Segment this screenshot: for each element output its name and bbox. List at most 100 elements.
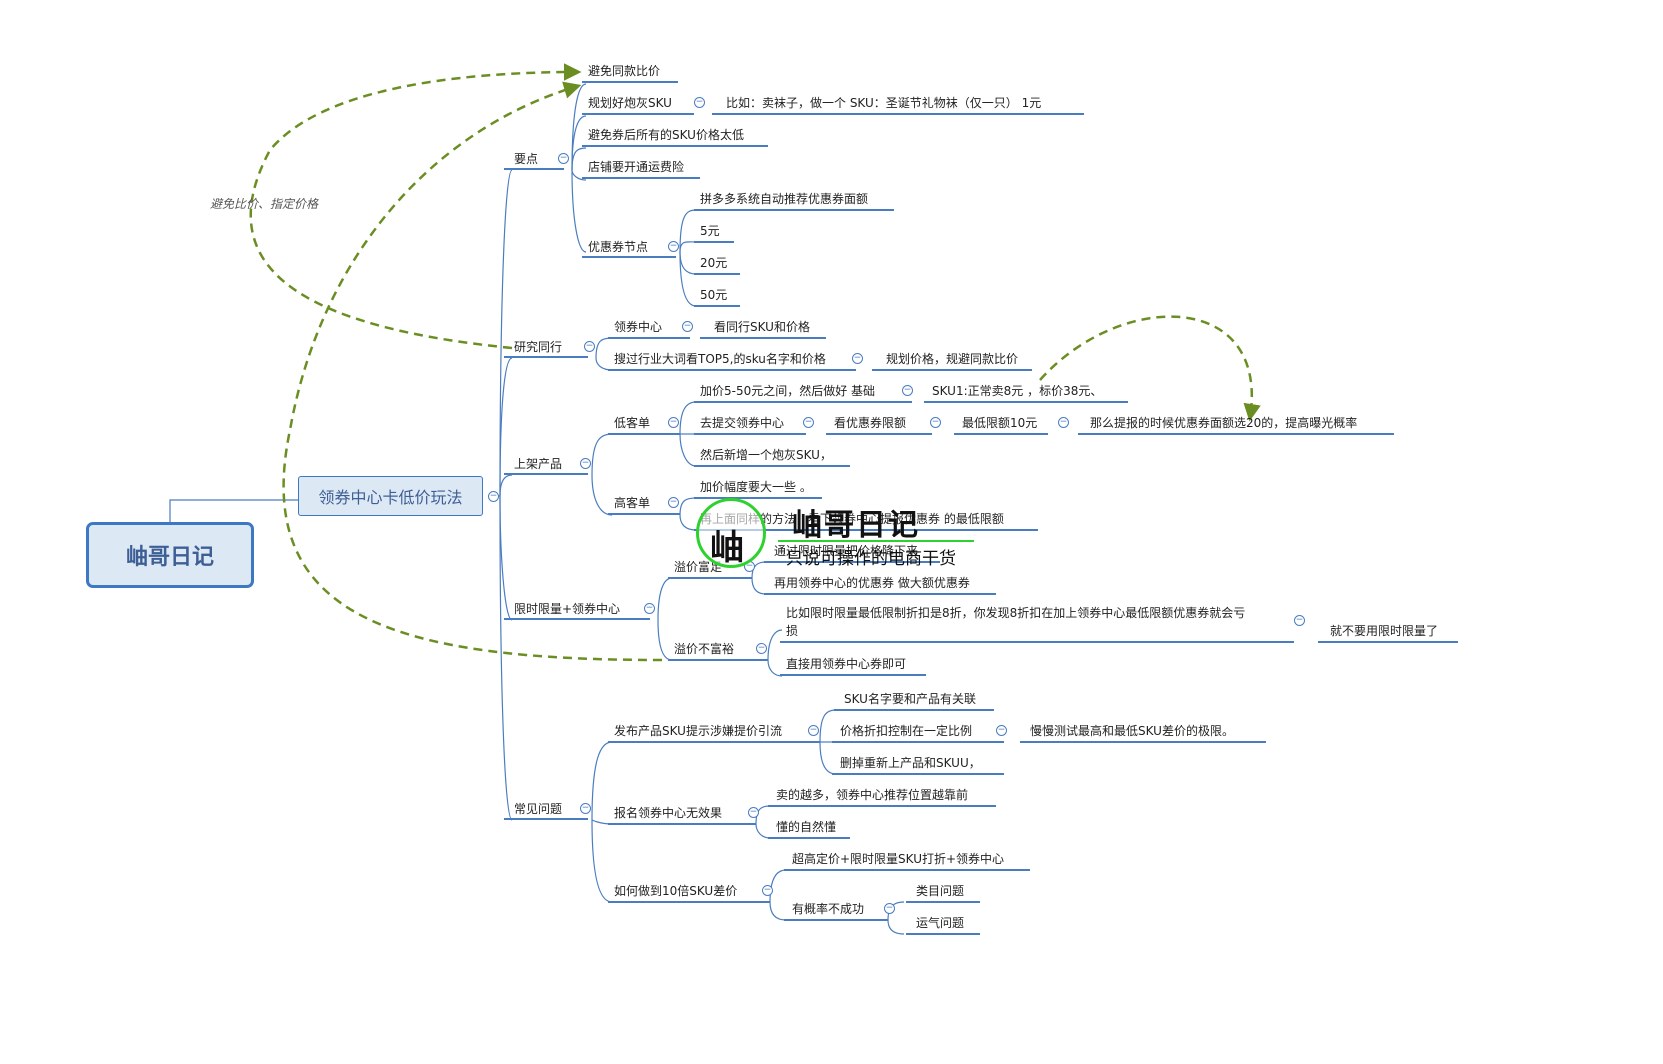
collapse-circle-icon[interactable]: −: [580, 458, 591, 469]
node-tier-20[interactable]: 20元: [700, 256, 728, 270]
watermark-subtitle: 只说可操作的电商干货: [786, 549, 956, 569]
collapse-circle-icon[interactable]: −: [682, 321, 693, 332]
node-list-products[interactable]: 上架产品: [514, 457, 563, 471]
node-tier-50[interactable]: 50元: [700, 288, 728, 302]
node-study-peers[interactable]: 研究同行: [514, 340, 563, 354]
node-avoid-compare[interactable]: 避免同款比价: [588, 64, 661, 78]
node-skip-flash[interactable]: 就不要用限时限量了: [1330, 624, 1439, 638]
node-premium-rich[interactable]: 溢价富足: [674, 560, 723, 574]
collapse-circle-icon[interactable]: −: [644, 603, 655, 614]
node-underline: [504, 618, 650, 620]
collapse-circle-icon[interactable]: −: [580, 803, 591, 814]
watermark-logo-glyph: 岫: [710, 528, 744, 568]
main-topic[interactable]: 领券中心卡低价玩法: [298, 476, 483, 516]
node-big-coupon[interactable]: 再用领券中心的优惠券 做大额优惠券: [774, 576, 970, 590]
node-price-warning[interactable]: 发布产品SKU提示涉嫌提价引流: [614, 724, 782, 738]
node-freight-insurance[interactable]: 店铺要开通运费险: [588, 160, 685, 174]
node-underline: [1020, 741, 1266, 743]
node-flash-lower[interactable]: 通过限时限量把价格降下来: [774, 544, 919, 558]
node-underline: [764, 561, 940, 563]
node-underline: [712, 113, 1084, 115]
collapse-circle-icon[interactable]: −: [1058, 417, 1069, 428]
node-min-limit[interactable]: 最低限额10元: [962, 416, 1038, 430]
collapse-circle-icon[interactable]: −: [930, 417, 941, 428]
node-underline: [668, 659, 768, 661]
node-underline: [694, 497, 822, 499]
collapse-circle-icon[interactable]: −: [584, 341, 595, 352]
collapse-circle-icon[interactable]: −: [748, 807, 759, 818]
node-view-peer-sku[interactable]: 看同行SKU和价格: [714, 320, 810, 334]
collapse-circle-icon[interactable]: −: [558, 153, 569, 164]
node-underline: [924, 401, 1128, 403]
node-sku1-price[interactable]: SKU1:正常卖8元 ，标价38元、: [932, 384, 1103, 398]
node-choose-20[interactable]: 那么提报的时候优惠券面额选20的，提高曝光概率: [1090, 416, 1358, 430]
node-sell-more[interactable]: 卖的越多，领券中心推荐位置越靠前: [776, 788, 969, 802]
node-faq[interactable]: 常见问题: [514, 802, 563, 816]
node-plan-price[interactable]: 规划价格，规避同款比价: [886, 352, 1019, 366]
node-delete-relist[interactable]: 删掉重新上产品和SKUU，: [840, 756, 981, 770]
node-premium-poor[interactable]: 溢价不富裕: [674, 642, 735, 656]
collapse-circle-icon[interactable]: −: [902, 385, 913, 396]
collapse-circle-icon[interactable]: −: [852, 353, 863, 364]
node-underline: [832, 741, 1004, 743]
collapse-circle-icon[interactable]: −: [694, 97, 705, 108]
node-submit-center[interactable]: 去提交领券中心: [700, 416, 785, 430]
relationship-label: 避免比价、指定价格: [210, 197, 319, 211]
node-underline: [906, 901, 980, 903]
node-underline: [582, 177, 700, 179]
node-underline: [694, 305, 740, 307]
node-auto-recommend[interactable]: 拼多多系统自动推荐优惠券面额: [700, 192, 869, 206]
node-underline: [768, 805, 996, 807]
node-underline: [608, 823, 756, 825]
node-high-price-combo[interactable]: 超高定价+限时限量SKU打折+领券中心: [792, 852, 1005, 866]
collapse-circle-icon[interactable]: −: [1294, 615, 1305, 626]
node-plan-sku[interactable]: 规划好炮灰SKU: [588, 96, 672, 110]
root-topic[interactable]: 岫哥日记: [86, 522, 254, 588]
node-underline: [608, 513, 680, 515]
node-tier-5[interactable]: 5元: [700, 224, 720, 238]
node-underline: [954, 433, 1048, 435]
node-sku-name[interactable]: SKU名字要和产品有关联: [844, 692, 976, 706]
node-discount-ratio[interactable]: 价格折扣控制在一定比例: [840, 724, 973, 738]
collapse-circle-icon[interactable]: −: [803, 417, 814, 428]
node-bigger-markup[interactable]: 加价幅度要大一些 。: [700, 480, 812, 494]
node-search-top5[interactable]: 搜过行业大词看TOP5,的sku名字和价格: [614, 352, 826, 366]
node-example-socks[interactable]: 比如：卖袜子，做一个 SKU：圣诞节礼物袜（仅一只） 1元: [726, 96, 1042, 110]
node-flash-sale[interactable]: 限时限量+领券中心: [514, 602, 621, 616]
node-underline: [504, 356, 588, 358]
node-underline: [784, 919, 888, 921]
collapse-circle-icon[interactable]: −: [488, 491, 499, 502]
node-markup-range[interactable]: 加价5-50元之间，然后做好 基础: [700, 384, 876, 398]
node-may-fail[interactable]: 有概率不成功: [792, 902, 865, 916]
node-no-effect[interactable]: 报名领券中心无效果: [614, 806, 723, 820]
collapse-circle-icon[interactable]: −: [668, 241, 679, 252]
node-low-ticket[interactable]: 低客单: [614, 416, 651, 430]
node-underline: [826, 433, 932, 435]
node-underline: [784, 869, 1030, 871]
node-category-issue[interactable]: 类目问题: [916, 884, 965, 898]
collapse-circle-icon[interactable]: −: [884, 903, 895, 914]
node-underline: [764, 593, 996, 595]
collapse-circle-icon[interactable]: −: [668, 497, 679, 508]
node-discount-loss[interactable]: 比如限时限量最低限制折扣是8折，你发现8折扣在加上领券中心最低限额优惠券就会亏: [786, 606, 1246, 620]
node-discount-loss-wrap: 损: [786, 624, 799, 638]
node-10x-diff[interactable]: 如何做到10倍SKU差价: [614, 884, 738, 898]
node-view-limit[interactable]: 看优惠券限额: [834, 416, 907, 430]
node-test-limit[interactable]: 慢慢测试最高和最低SKU差价的极限。: [1030, 724, 1234, 738]
collapse-circle-icon[interactable]: −: [808, 725, 819, 736]
node-coupon-center[interactable]: 领券中心: [614, 320, 663, 334]
node-luck-issue[interactable]: 运气问题: [916, 916, 965, 930]
collapse-circle-icon[interactable]: −: [996, 725, 1007, 736]
node-same-method[interactable]: 再上面同样的方法，看下领券中心提报优惠券 的最低限额: [700, 512, 1004, 526]
node-add-decoy[interactable]: 然后新增一个炮灰SKU，: [700, 448, 832, 462]
node-high-ticket[interactable]: 高客单: [614, 496, 651, 510]
node-avoid-low-price[interactable]: 避免券后所有的SKU价格太低: [588, 128, 744, 142]
node-understand[interactable]: 懂的自然懂: [776, 820, 837, 834]
collapse-circle-icon[interactable]: −: [668, 417, 679, 428]
node-use-center[interactable]: 直接用领券中心券即可: [786, 657, 907, 671]
node-coupon-tiers[interactable]: 优惠券节点: [588, 240, 649, 254]
node-key-points[interactable]: 要点: [514, 152, 539, 166]
collapse-circle-icon[interactable]: −: [762, 885, 773, 896]
collapse-circle-icon[interactable]: −: [756, 643, 767, 654]
node-underline: [504, 168, 564, 170]
